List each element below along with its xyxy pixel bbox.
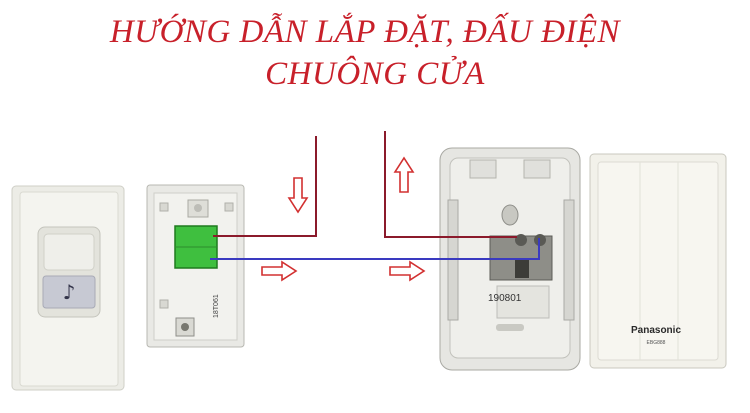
model-label: EBG888 bbox=[646, 340, 666, 346]
wiring bbox=[210, 131, 540, 260]
direction-arrows bbox=[261, 156, 426, 282]
serial-label: 190801 bbox=[488, 293, 522, 304]
part-code-label: 18T061 bbox=[213, 294, 220, 318]
title-line-1: HƯỚNG DẪN LẮP ĐẶT, ĐẤU ĐIỆN bbox=[109, 14, 621, 50]
red-wire bbox=[213, 136, 317, 237]
arrow-right-icon bbox=[389, 260, 426, 282]
blue-wire bbox=[210, 238, 540, 260]
chime-cover bbox=[589, 153, 727, 369]
arrow-down-icon bbox=[287, 177, 309, 214]
arrow-up-icon bbox=[393, 156, 415, 193]
arrow-right-icon bbox=[261, 260, 298, 282]
brand-logo: Panasonic bbox=[630, 325, 682, 336]
doorbell-button-back bbox=[146, 184, 245, 348]
title-line-2: CHUÔNG CỬA bbox=[265, 56, 485, 92]
music-note-icon: ♪ bbox=[63, 280, 76, 304]
red-wire-chime bbox=[384, 131, 517, 238]
doorbell-button-front: ♪ bbox=[11, 185, 125, 391]
